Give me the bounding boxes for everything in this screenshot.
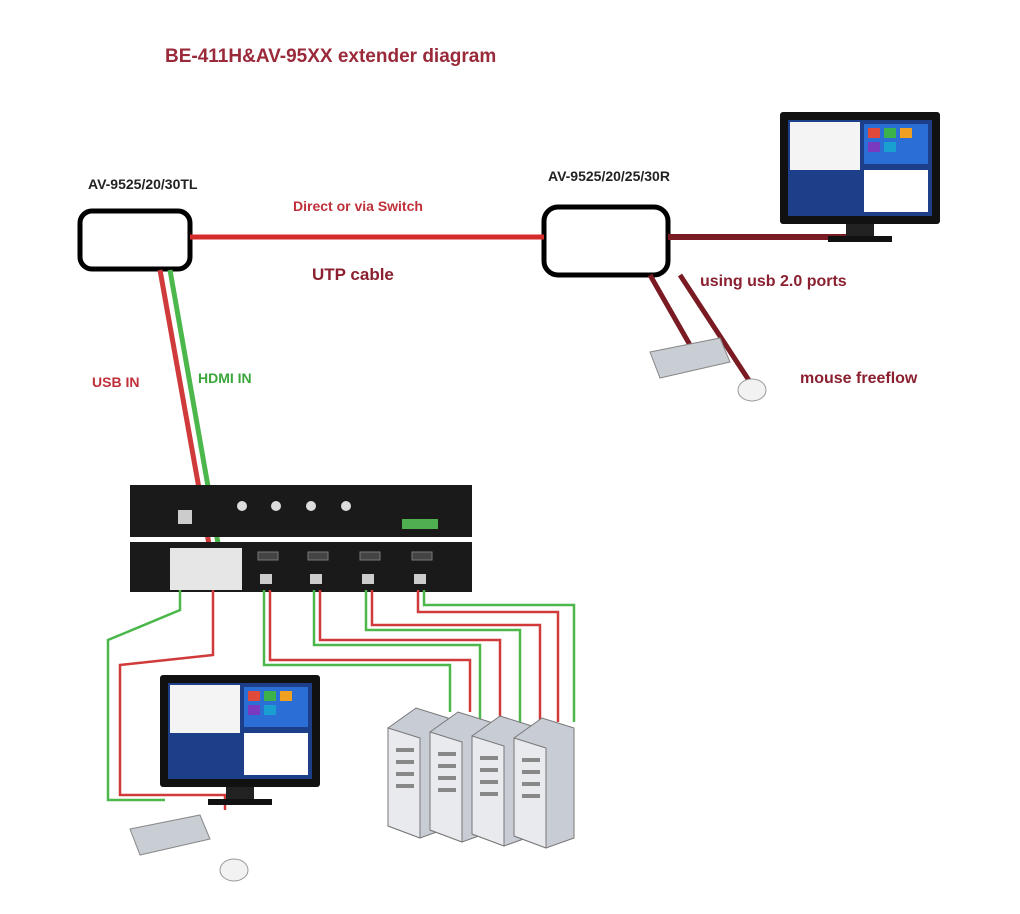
transmitter-box — [77, 208, 193, 272]
remote-monitor — [780, 112, 940, 242]
transmitter-label: AV-9525/20/30TL — [88, 176, 198, 192]
server-4 — [513, 717, 575, 849]
local-wiring — [106, 590, 576, 810]
local-mouse — [219, 858, 249, 882]
link-label: Direct or via Switch — [293, 198, 423, 214]
remote-mouse-cable — [677, 273, 755, 387]
local-monitor — [160, 675, 320, 805]
usb-in-label: USB IN — [92, 374, 140, 390]
kvm-switch-front — [130, 485, 472, 537]
cable-label: UTP cable — [312, 265, 394, 284]
remote-keyboard — [649, 337, 731, 379]
receiver-label: AV-9525/20/25/30R — [548, 168, 670, 184]
remote-keyboard-cable — [647, 273, 693, 347]
local-keyboard — [129, 814, 211, 856]
remote-mouse — [737, 378, 767, 402]
diagram-title: BE-411H&AV-95XX extender diagram — [165, 46, 497, 67]
usb-ports-label: using usb 2.0 ports — [700, 273, 847, 290]
mouse-label: mouse freeflow — [800, 370, 918, 387]
hdmi-in-label: HDMI IN — [198, 370, 252, 386]
receiver-box — [541, 204, 671, 278]
kvm-switch-rear — [130, 542, 472, 592]
